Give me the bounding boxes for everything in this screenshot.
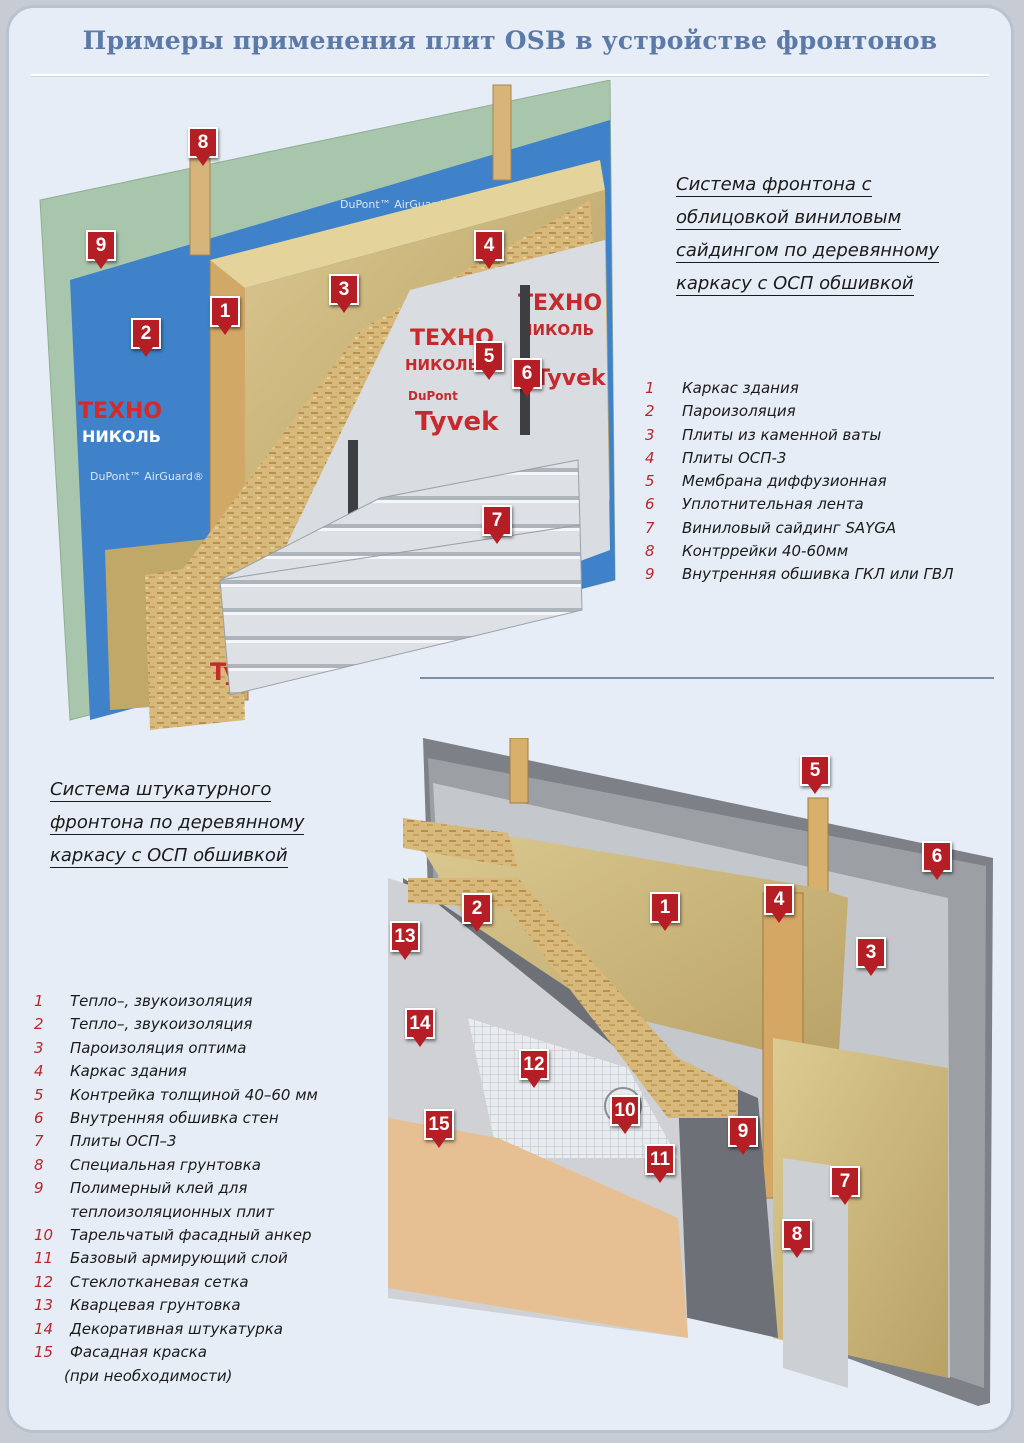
- brand-tyvek-2: Tyvek: [535, 366, 607, 391]
- brand-nikol-2: НИКОЛЬ: [520, 321, 594, 339]
- marker-2-insulation: 2: [462, 893, 492, 933]
- bottom-caption-line: каркасу с ОСП обшивкой: [50, 845, 288, 868]
- brand-techno-2: ТЕХНО: [518, 291, 602, 316]
- legend-item: теплоизоляционных плит: [70, 1202, 275, 1221]
- marker-9-adhesive: 9: [728, 1116, 758, 1156]
- marker-7-siding: 7: [482, 505, 512, 545]
- marker-6-tape: 6: [512, 358, 542, 398]
- marker-7-osb: 7: [830, 1166, 860, 1206]
- stucco-gable-illustration: [388, 738, 993, 1406]
- marker-3-wool: 3: [329, 274, 359, 314]
- brand-tyvek-1: Tyvek: [415, 407, 499, 437]
- marker-5-counter-batten: 5: [800, 755, 830, 795]
- title-divider: [31, 74, 989, 76]
- marker-1-insulation: 1: [650, 892, 680, 932]
- brand-nikol-1: НИКОЛЬ: [405, 356, 479, 374]
- bottom-caption-line: Система штукатурного: [50, 779, 272, 802]
- bottom-system-caption: Система штукатурного фронтона по деревян…: [50, 775, 305, 874]
- marker-8-special-primer: 8: [782, 1219, 812, 1259]
- marker-11-base-layer: 11: [645, 1144, 675, 1184]
- legend-item: (при необходимости): [64, 1366, 233, 1385]
- top-caption-line: Система фронтона с: [676, 174, 872, 197]
- siding-gable-illustration: ТЕХНО НИКОЛЬ DuPont™ AirGuard® DuPont™ A…: [39, 80, 616, 730]
- marker-5-membrane: 5: [474, 341, 504, 381]
- bottom-caption-line: фронтона по деревянному: [50, 812, 305, 835]
- marker-9-inner-lining: 9: [86, 230, 116, 270]
- brand-dupont-1: DuPont: [408, 389, 458, 403]
- top-caption-line: облицовкой виниловым: [676, 207, 902, 230]
- marker-3-vapour-barrier: 3: [856, 937, 886, 977]
- top-caption-line: сайдингом по деревянному: [676, 240, 940, 263]
- marker-2-vapour: 2: [131, 318, 161, 358]
- brand-nikol-blue: НИКОЛЬ: [82, 427, 161, 446]
- marker-6-inner-lining: 6: [922, 841, 952, 881]
- brand-techno-blue: ТЕХНО: [78, 399, 162, 424]
- marker-8-counter-batten: 8: [188, 127, 218, 167]
- marker-4-frame: 4: [764, 884, 794, 924]
- marker-14-decorative-plaster: 14: [405, 1008, 435, 1048]
- marker-4-osb: 4: [474, 230, 504, 270]
- top-system-caption: Система фронтона с облицовкой виниловым …: [676, 170, 940, 302]
- marker-1-frame: 1: [210, 296, 240, 336]
- top-caption-line: каркасу с ОСП обшивкой: [676, 273, 914, 296]
- marker-10-anchor: 10: [610, 1095, 640, 1135]
- marker-15-paint: 15: [424, 1109, 454, 1149]
- marker-12-mesh: 12: [519, 1049, 549, 1089]
- section-divider: [420, 677, 994, 679]
- marker-13-quartz-primer: 13: [390, 921, 420, 961]
- page-title: Примеры применения плит OSB в устройстве…: [82, 26, 938, 55]
- brand-airguard-2: DuPont™ AirGuard®: [90, 470, 204, 483]
